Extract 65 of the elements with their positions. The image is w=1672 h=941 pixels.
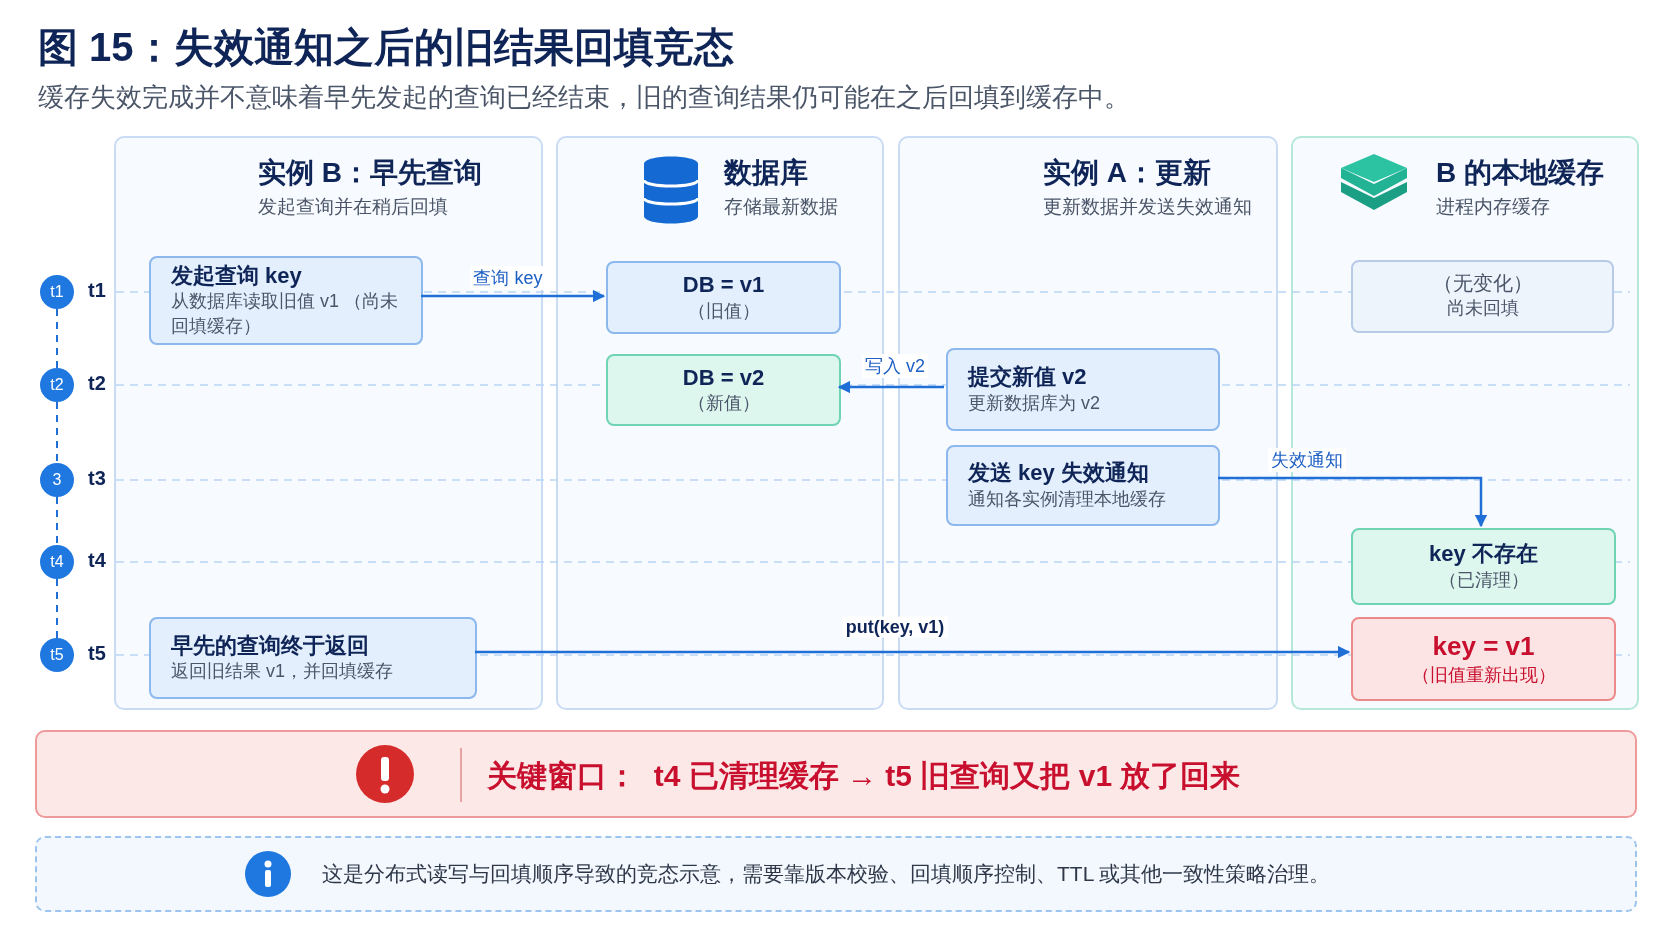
subtitle: 缓存失效完成并不意味着早先发起的查询已经结束，旧的查询结果仍可能在之后回填到缓存中。: [38, 81, 1130, 114]
lane-title: 实例 B：早先查询: [258, 156, 482, 190]
swimlane: [1291, 136, 1639, 710]
arrow: [837, 380, 944, 394]
lane-subtitle: 更新数据并发送失效通知: [1043, 195, 1252, 219]
timeline-connector: [56, 496, 58, 546]
timeline-connector: [56, 401, 58, 464]
time-label: t5: [88, 642, 106, 665]
lane-title: 实例 A：更新: [1043, 156, 1211, 190]
time-step-marker: t2: [40, 368, 74, 402]
note-text: 这是分布式读写与回填顺序导致的竞态示意，需要靠版本校验、回填顺序控制、TTL 或其他一致性策略治理。: [322, 861, 1331, 887]
edge-label: 查询 key: [470, 266, 546, 290]
step-box: [946, 445, 1220, 526]
step-box: [606, 261, 841, 334]
edge-label: 写入 v2: [862, 354, 928, 378]
edge-label: 失效通知: [1268, 448, 1346, 472]
box-text: 更新数据库为 v2: [968, 391, 1101, 415]
time-label: t2: [88, 372, 106, 395]
box-title: key 不存在: [1429, 540, 1538, 568]
time-step-marker: t5: [40, 638, 74, 672]
box-title: 发送 key 失效通知: [968, 459, 1150, 487]
step-box: [606, 354, 841, 426]
title: 图 15：失效通知之后的旧结果回填竞态: [38, 24, 734, 71]
box-text: （旧值）: [687, 299, 760, 323]
lane-subtitle: 进程内存缓存: [1436, 195, 1550, 219]
timeline-connector: [56, 578, 58, 639]
box-text: （新值）: [687, 392, 760, 416]
warning-text: 关键窗口： t4 已清理缓存 → t5 旧查询又把 v1 放了回来: [487, 758, 1241, 794]
box-title: 提交新值 v2: [968, 363, 1088, 391]
lane-title: 数据库: [724, 156, 808, 190]
box-text: 返回旧结果 v1，并回填缓存: [171, 660, 394, 684]
step-box: [1351, 260, 1614, 333]
time-step-marker: t1: [40, 275, 74, 309]
box-text: 尚未回填: [1446, 297, 1519, 321]
lane-subtitle: 发起查询并在稍后回填: [258, 195, 448, 219]
time-label: t4: [88, 549, 106, 572]
box-text: 从数据库读取旧值 v1 （尚未回填缓存）: [171, 290, 399, 339]
box-text: （旧值重新出现）: [1411, 663, 1556, 687]
box-title: key = v1: [1432, 630, 1535, 663]
time-label: t3: [88, 467, 106, 490]
step-box: [1351, 617, 1616, 701]
timeline-connector: [56, 308, 58, 369]
box-title: 发起查询 key: [171, 261, 303, 290]
box-title: 早先的查询终于返回: [171, 631, 370, 660]
step-box: [149, 256, 423, 345]
arrow: [1218, 476, 1488, 528]
box-title: （无变化）: [1432, 271, 1533, 297]
box-title: DB = v1: [682, 271, 765, 299]
time-step-marker: t4: [40, 545, 74, 579]
time-step-marker: 3: [40, 463, 74, 497]
arrow: [421, 289, 606, 303]
warning-banner: [35, 730, 1637, 818]
time-label: t1: [88, 279, 106, 302]
lane-subtitle: 存储最新数据: [724, 195, 838, 219]
step-box: [946, 348, 1220, 431]
box-title: DB = v2: [682, 363, 765, 392]
arrow: [475, 645, 1351, 659]
step-box: [1351, 528, 1616, 605]
box-text: 通知各实例清理本地缓存: [968, 487, 1167, 511]
step-box: [149, 617, 477, 699]
note-box: [35, 836, 1637, 912]
edge-label: put(key, v1): [842, 616, 948, 638]
box-text: （已清理）: [1438, 568, 1529, 592]
swimlane: [114, 136, 543, 710]
lane-title: B 的本地缓存: [1436, 156, 1604, 190]
